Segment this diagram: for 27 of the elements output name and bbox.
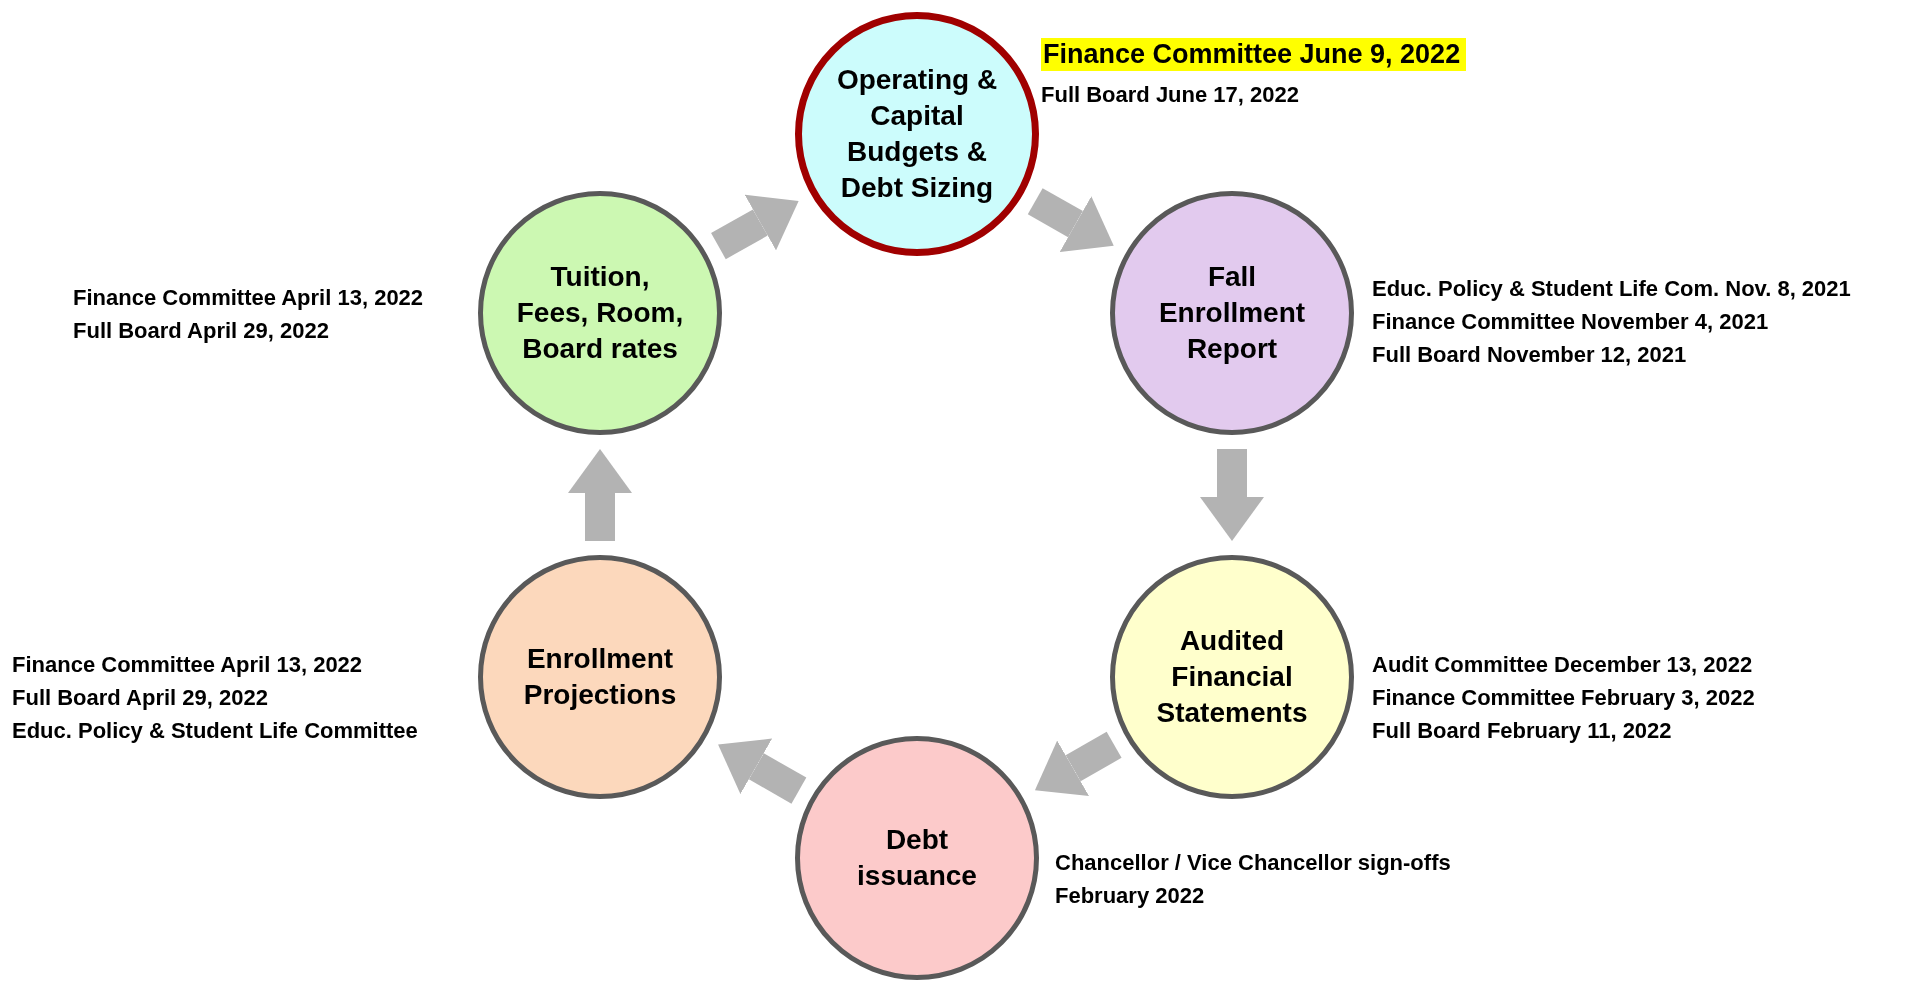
date-note: Finance Committee November 4, 2021 <box>1372 308 1769 336</box>
date-note: Finance Committee February 3, 2022 <box>1372 684 1755 712</box>
node-label: Audited Financial Statements <box>1155 624 1309 730</box>
highlighted-date-note: Finance Committee June 9, 2022 <box>1041 38 1467 71</box>
block-arrow <box>1200 449 1264 541</box>
block-arrow <box>718 738 807 804</box>
date-note: Full Board February 11, 2022 <box>1372 717 1672 745</box>
date-note: Full Board April 29, 2022 <box>73 317 329 345</box>
node-label: Enrollment Projections <box>522 642 678 712</box>
date-note: Finance Committee April 13, 2022 <box>12 651 363 679</box>
date-note: February 2022 <box>1055 882 1205 910</box>
block-arrow <box>1034 731 1122 797</box>
block-arrow <box>711 194 799 260</box>
date-note: Chancellor / Vice Chancellor sign-offs <box>1055 849 1451 877</box>
node-label: Fall Enrollment Report <box>1157 260 1307 366</box>
node-label: Operating & Capital Budgets & Debt Sizing <box>835 63 999 205</box>
date-note: Full Board April 29, 2022 <box>12 684 268 712</box>
block-arrow <box>568 449 632 541</box>
date-note: Finance Committee April 13, 2022 <box>73 284 424 312</box>
block-arrow <box>1027 188 1114 252</box>
node-label: Tuition, Fees, Room, Board rates <box>515 260 685 366</box>
date-note: Educ. Policy & Student Life Committee <box>12 717 418 745</box>
node-label: Debt issuance <box>856 823 978 893</box>
date-note: Audit Committee December 13, 2022 <box>1372 651 1753 679</box>
date-note: Full Board June 17, 2022 <box>1041 81 1299 109</box>
date-note: Educ. Policy & Student Life Com. Nov. 8, 2021 <box>1372 275 1851 303</box>
date-note: Full Board November 12, 2021 <box>1372 341 1687 369</box>
